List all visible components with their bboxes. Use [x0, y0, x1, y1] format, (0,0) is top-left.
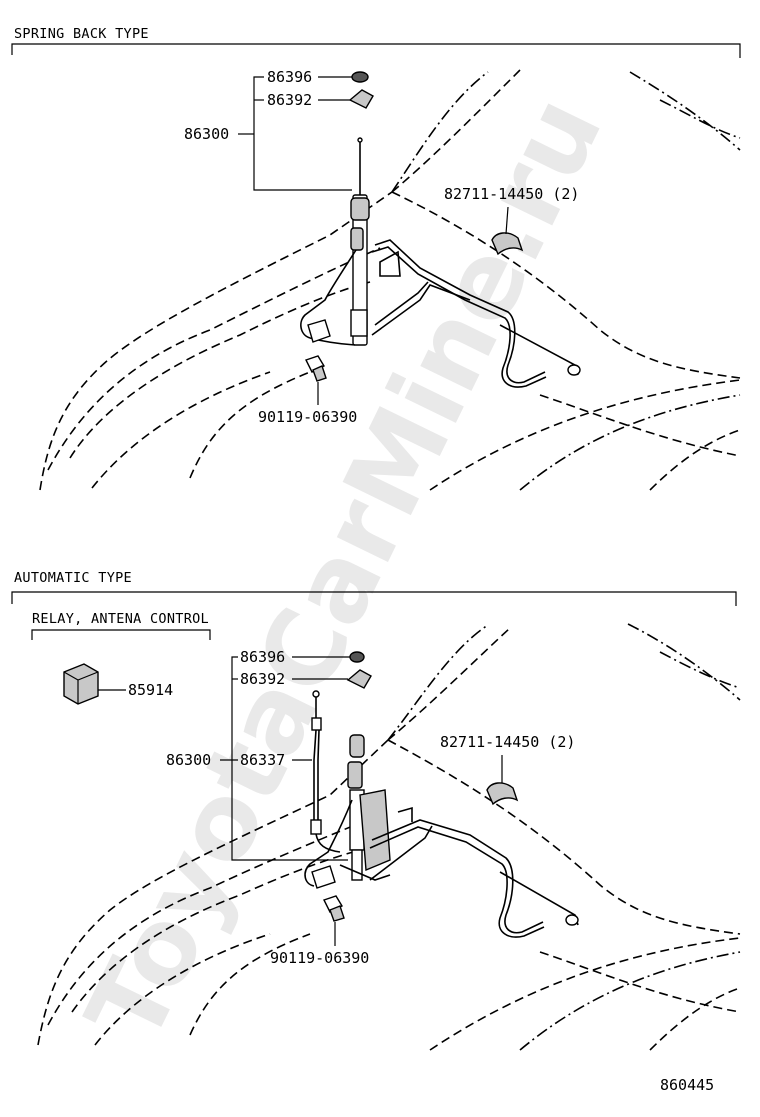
- spring-back-title: SPRING BACK TYPE: [14, 26, 149, 42]
- relay-title: RELAY, ANTENA CONTROL: [32, 611, 209, 627]
- label-clamp-bottom: 82711-14450 (2): [440, 733, 575, 751]
- antenna-mast-spring-back: [350, 137, 370, 346]
- antenna-cable-bottom: [304, 799, 579, 938]
- label-bolt-bottom: 90119-06390: [270, 949, 369, 967]
- car-body-outline-bottom: [37, 623, 741, 1051]
- car-body-outline-top: [39, 69, 741, 491]
- antenna-motor-unit: [339, 734, 391, 881]
- section-bracket-top: [11, 43, 741, 58]
- bolt-90119-top: [305, 355, 327, 382]
- clamp-82711-bottom: [486, 782, 519, 806]
- clamp-82711-top: [491, 232, 524, 256]
- relay-85914: [63, 663, 99, 705]
- relay-bracket: [31, 629, 211, 640]
- automatic-section: AUTOMATIC TYPE RELAY, ANTENA CONTROL 859…: [11, 570, 741, 1051]
- antenna-cable-top: [300, 239, 581, 388]
- label-clamp-top: 82711-14450 (2): [444, 185, 579, 203]
- spring-back-section: SPRING BACK TYPE: [11, 26, 741, 491]
- cap-86396-bottom: [349, 651, 365, 663]
- ornament-86392-top: [348, 89, 374, 109]
- label-cable: 86337: [240, 751, 285, 769]
- label-cap-bottom: 86396: [240, 648, 285, 666]
- ornament-86392-bottom: [346, 669, 372, 689]
- label-antenna-assy-bottom: 86300: [166, 751, 211, 769]
- bracket-antenna-bottom: [231, 656, 348, 861]
- cable-86337: [310, 690, 341, 853]
- label-relay: 85914: [128, 681, 173, 699]
- leader-clamp-top: [505, 206, 509, 235]
- label-ornament-top: 86392: [267, 91, 312, 109]
- bolt-90119-bottom: [323, 895, 345, 922]
- label-bolt-top: 90119-06390: [258, 408, 357, 426]
- cap-86396-top: [351, 71, 369, 83]
- label-cap-top: 86396: [267, 68, 312, 86]
- section-bracket-auto: [11, 591, 737, 606]
- label-ornament-bottom: 86392: [240, 670, 285, 688]
- label-antenna-assy-top: 86300: [184, 125, 229, 143]
- figure-number: 860445: [660, 1076, 714, 1094]
- automatic-title: AUTOMATIC TYPE: [14, 570, 132, 586]
